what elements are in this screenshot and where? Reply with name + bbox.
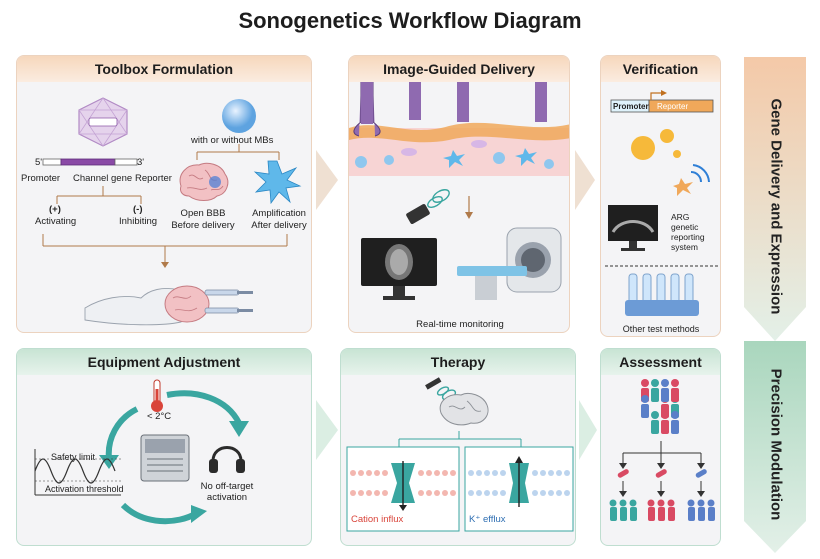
headphones-icon [209,446,245,473]
flow-arrow-3 [316,400,338,460]
arg-label: ARG genetic reporting system [671,212,705,252]
ultrasound-device-icon [140,434,190,482]
channel-gene-label: Channel gene [73,173,133,184]
reporter-construct [610,90,714,113]
toolbox-panel: Toolbox Formulation 5' 3' Promoter Chann… [16,55,312,333]
viral-vector-icon [78,97,128,147]
amplification-star-icon [253,160,302,205]
assessment-panel: Assessment [600,348,721,546]
reporter-label: Reporter [135,173,172,184]
inhibiting-label: Inhibiting [119,216,158,227]
test-tubes-icon [625,273,699,316]
equipment-panel: Equipment Adjustment < 2°C No off-target… [16,348,312,546]
safety-limit-label: Safety limit [51,452,96,462]
promoter-label: Promoter [21,173,61,184]
k-channel-box [464,446,574,532]
mri-scanner-icon [457,227,562,300]
gene-construct [42,158,138,166]
waveform-plot [34,449,121,496]
microbubble-icon [222,99,256,133]
five-prime-label: 5' [35,157,43,168]
therapy-transducer-brain [425,377,489,426]
patient-injection-illustration [84,285,253,326]
cation-channel-box [346,446,460,532]
divider-dashed [605,265,718,267]
side-arrow-top [744,57,806,341]
open-bbb-label: Open BBB [180,208,226,219]
verification-title: Verification [601,56,720,82]
activating-label: Activating [35,216,77,227]
flow-arrow-4 [579,400,597,460]
side-label-bottom: Precision Modulation [767,368,785,521]
before-delivery-label: Before delivery [171,220,235,231]
k-efflux-label: K⁺ efflux [469,514,506,525]
feedback-loop-arrows [99,390,249,525]
after-delivery-label: After delivery [251,220,307,231]
ultrasound-monitor-icon [608,205,658,251]
delivery-title: Image-Guided Delivery [349,56,569,82]
side-arrow-bottom [744,341,806,553]
verification-panel: Verification Promoter Reporter ARG genet… [600,55,721,337]
signal-icon [673,164,710,196]
bbb-vessel-illustration [349,82,569,176]
monitor-icon [361,238,437,300]
therapy-branch-lines [398,431,522,447]
gas-vesicle-icon [631,129,681,160]
thermometer-icon [151,379,163,412]
down-arrow [465,196,473,219]
population-icon [641,379,679,434]
mbs-label: with or without MBs [191,135,274,146]
verif-promoter-label: Promoter [613,102,649,111]
side-label-top: Gene Delivery and Expression [767,98,785,315]
amplification-label: Amplification [252,208,306,219]
flow-arrow-2 [575,150,595,210]
activation-threshold-label: Activation threshold [45,484,124,494]
therapy-title: Therapy [341,349,575,375]
ultrasound-transducer-icon [406,189,450,224]
assessment-branches [609,441,715,521]
toolbox-title: Toolbox Formulation [17,56,311,82]
delivery-panel: Image-Guided Delivery Real-time [348,55,570,333]
assessment-title: Assessment [601,349,720,375]
therapy-panel: Therapy Cation influx K⁺ efflux [340,348,576,546]
page-title: Sonogenetics Workflow Diagram [238,8,582,33]
temperature-label: < 2°C [147,411,172,422]
plus-label: (+) [49,204,61,215]
equipment-title: Equipment Adjustment [17,349,311,375]
flow-arrow-1 [316,150,338,210]
realtime-monitoring-label: Real-time monitoring [416,319,504,330]
three-prime-label: 3' [137,157,145,168]
no-off-target-label: No off-target activation [200,481,254,503]
verif-reporter-label: Reporter [657,102,689,111]
brain-icon [179,162,229,201]
minus-label: (-) [133,204,143,215]
other-test-methods-label: Other test methods [622,324,700,334]
cation-influx-label: Cation influx [351,514,404,525]
channel-branch-lines [42,144,288,268]
